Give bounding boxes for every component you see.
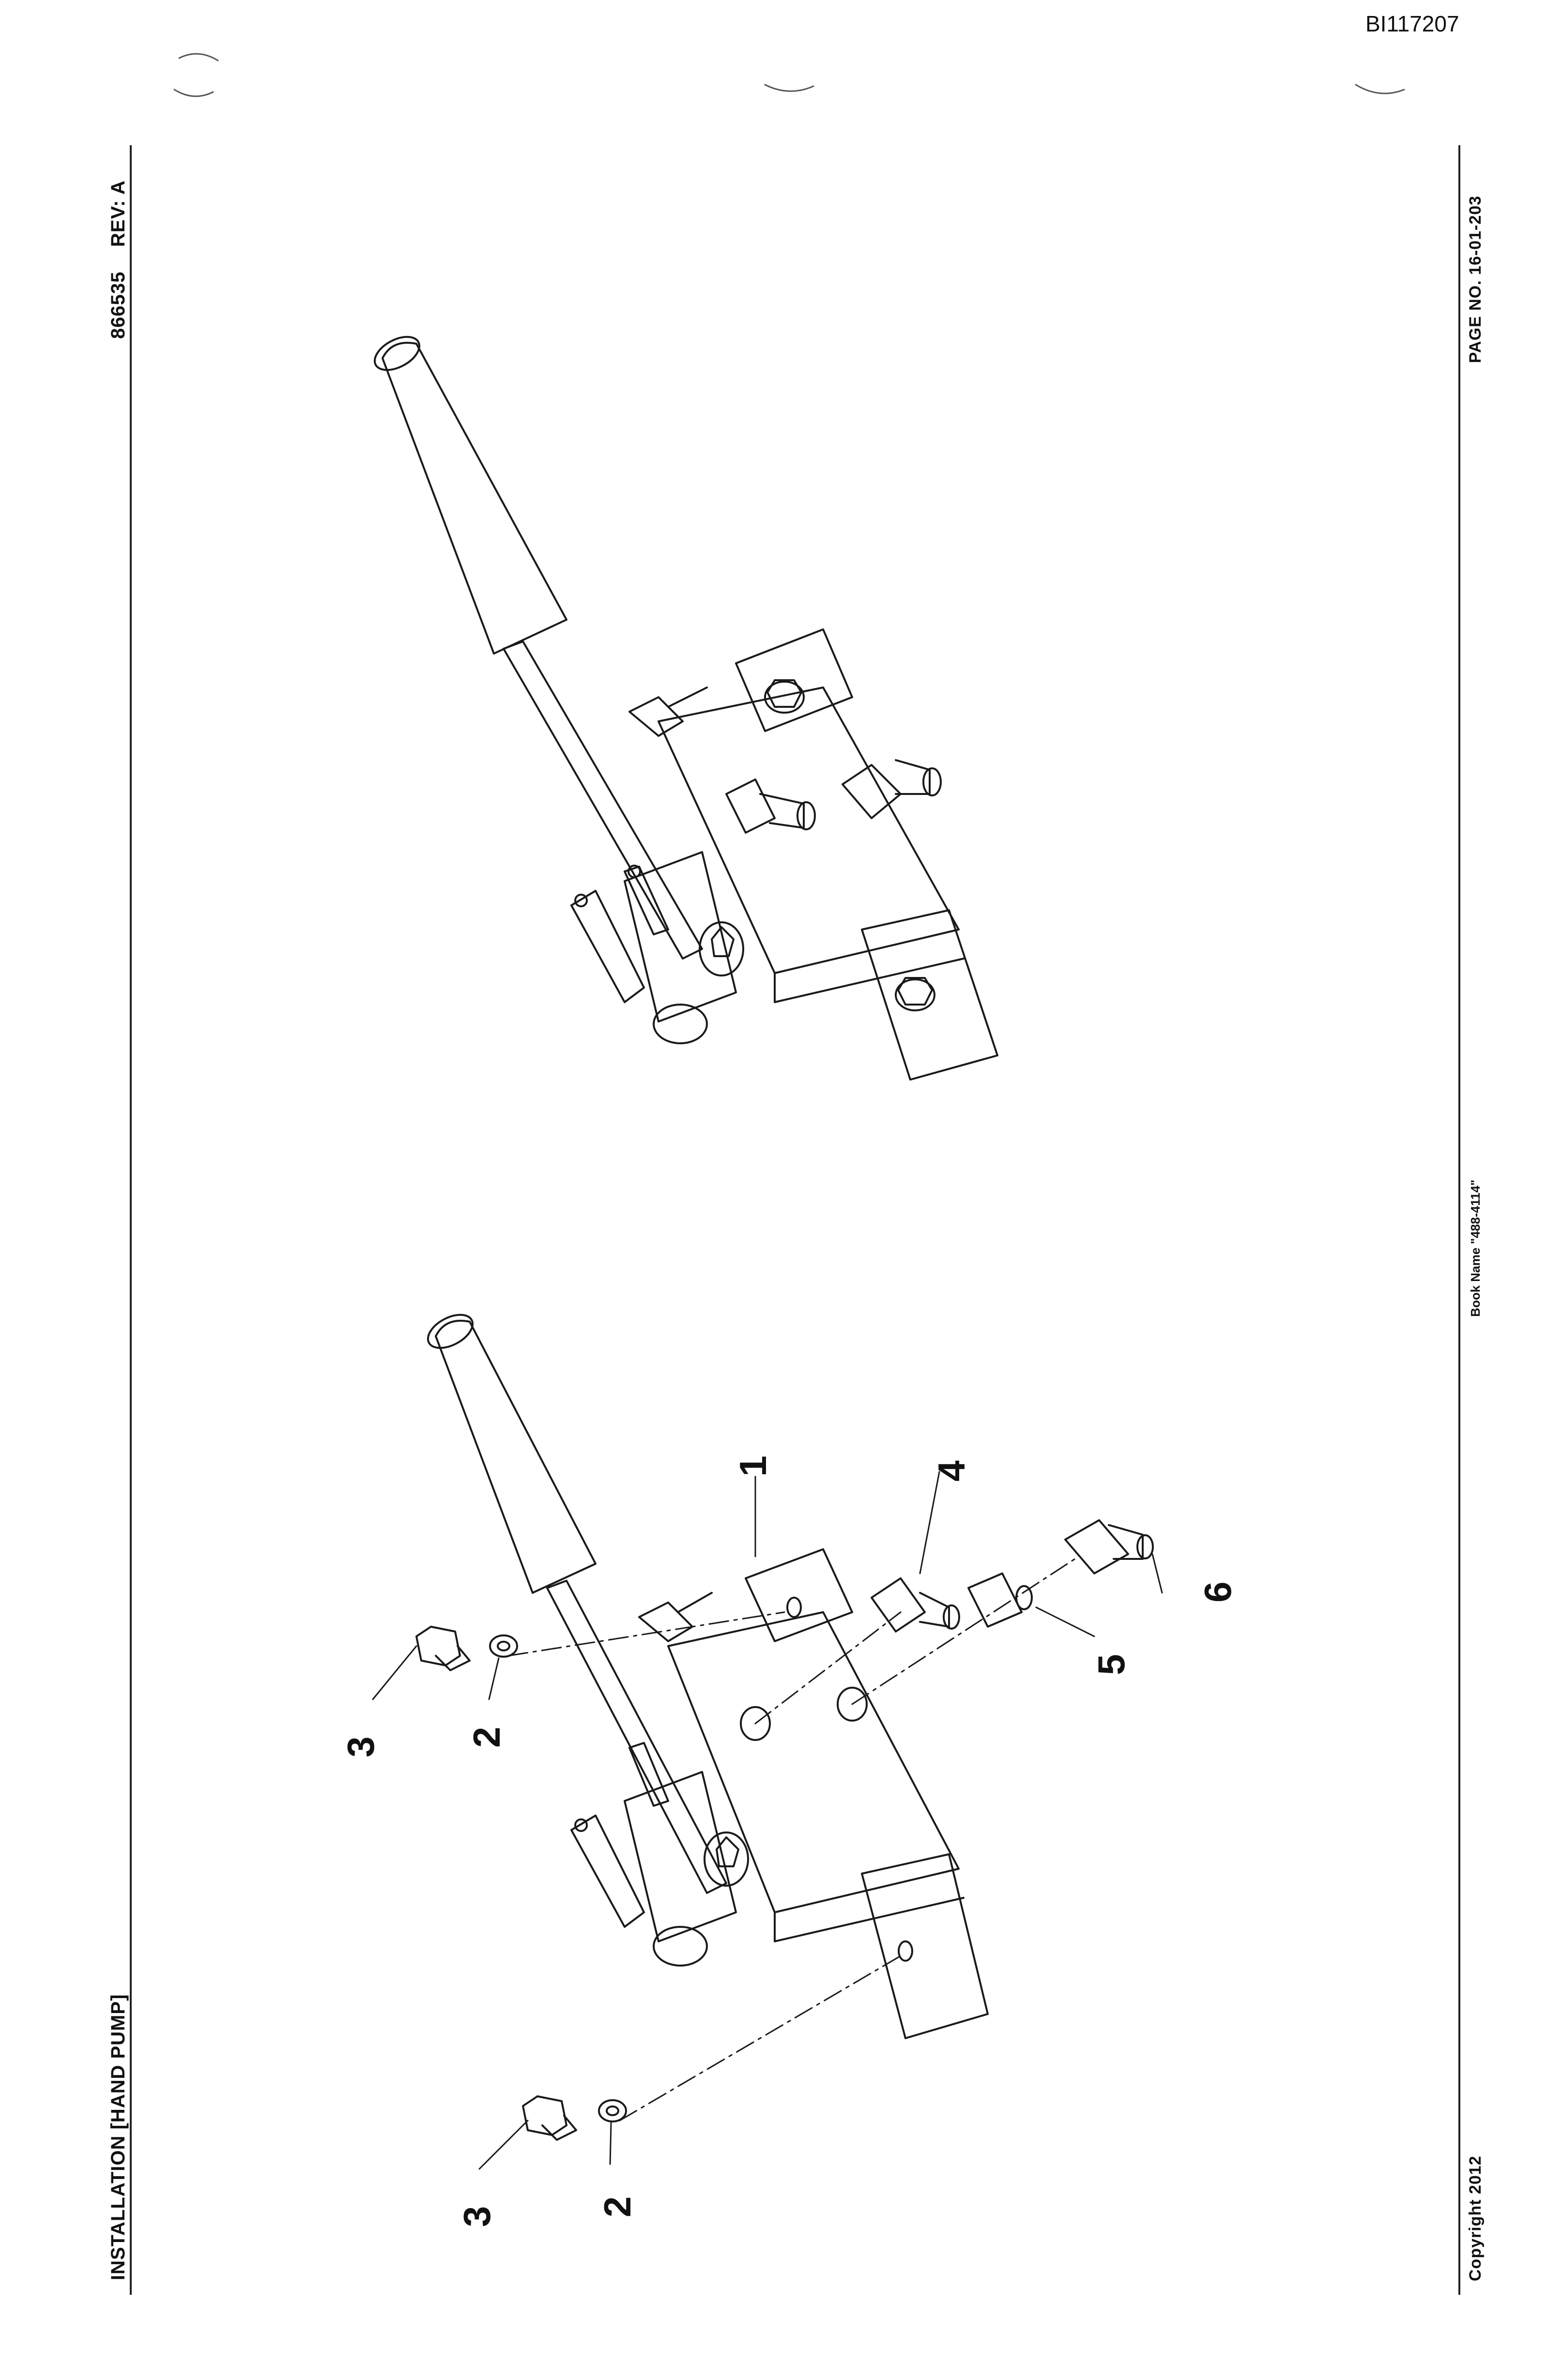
callout-1: 1	[732, 1455, 774, 1477]
base-plate-main	[658, 687, 960, 974]
assembled-view	[373, 336, 998, 1081]
bolt-3a	[415, 1626, 471, 1671]
fitting-4	[871, 1577, 960, 1632]
fitting-6	[1064, 1519, 1154, 1574]
base-plate-lower	[861, 909, 998, 1081]
callout-2a: 2	[465, 1726, 508, 1748]
washer-2b	[598, 2099, 627, 2122]
callout-3b: 3	[456, 2206, 498, 2227]
header-rule	[130, 145, 132, 2295]
scan-marks	[173, 53, 1405, 97]
base-plate-lower-exploded	[861, 1853, 989, 2039]
bolt-3b	[522, 2095, 577, 2141]
washer-2a	[489, 1634, 518, 1658]
callout-6: 6	[1196, 1581, 1239, 1602]
pump-body	[624, 851, 737, 1022]
handle-bar	[503, 641, 703, 960]
exploded-view	[372, 1313, 1163, 2170]
footer-rule	[1458, 145, 1460, 2295]
callout-2b: 2	[596, 2196, 639, 2217]
base-plate-main-exploded	[667, 1611, 960, 1913]
fitting-elbow-b	[842, 759, 942, 819]
callout-3a: 3	[339, 1736, 382, 1757]
fitting-elbow-a	[725, 778, 816, 834]
bolt-upper	[764, 679, 805, 714]
handle-bar-exploded	[546, 1580, 727, 1894]
handle-grip-exploded	[435, 1320, 597, 1594]
bolt-lower	[895, 977, 935, 1011]
document-id: BI117207	[1365, 11, 1459, 36]
callout-4: 4	[930, 1460, 973, 1481]
callout-5: 5	[1090, 1654, 1133, 1675]
handle-grip	[382, 342, 567, 655]
base-plate-upper	[735, 628, 853, 732]
fitting-5	[967, 1572, 1033, 1628]
base-plate-upper-exploded	[745, 1548, 853, 1642]
pivot-link	[570, 890, 645, 1003]
